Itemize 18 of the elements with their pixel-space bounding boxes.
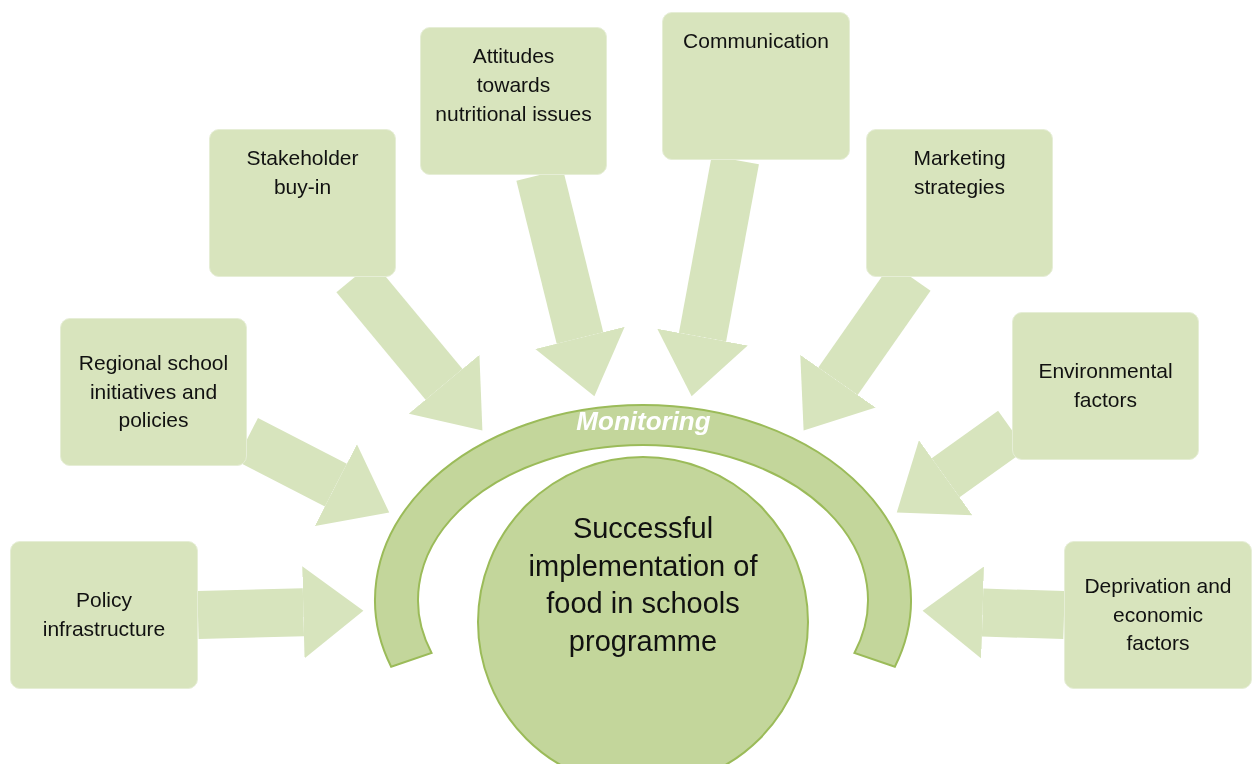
factor-label: Communication: [683, 28, 829, 54]
factor-box: [1064, 541, 1252, 689]
arc-label: Monitoring: [575, 406, 712, 437]
factor-label: Deprivation and economic factors: [1083, 572, 1233, 657]
factor-label: Environmental factors: [1037, 358, 1174, 413]
factor-label: Attitudes towards nutritional issues: [435, 43, 592, 127]
goal-text: Successful implementation of food in schools programme: [527, 511, 759, 660]
factor-label: Marketing strategies: [912, 145, 1007, 200]
factor-box: [420, 27, 607, 175]
factor-box: [209, 129, 396, 277]
factor-label: Policy infrastructure: [41, 587, 167, 642]
factor-box: [866, 129, 1053, 277]
factor-box: [10, 541, 198, 689]
factor-label: Stakeholder buy-in: [245, 145, 360, 200]
factor-box: [1012, 312, 1199, 460]
factor-box: [662, 12, 850, 160]
factor-box: [60, 318, 247, 466]
factor-label: Regional school initiatives and policies: [77, 349, 230, 434]
